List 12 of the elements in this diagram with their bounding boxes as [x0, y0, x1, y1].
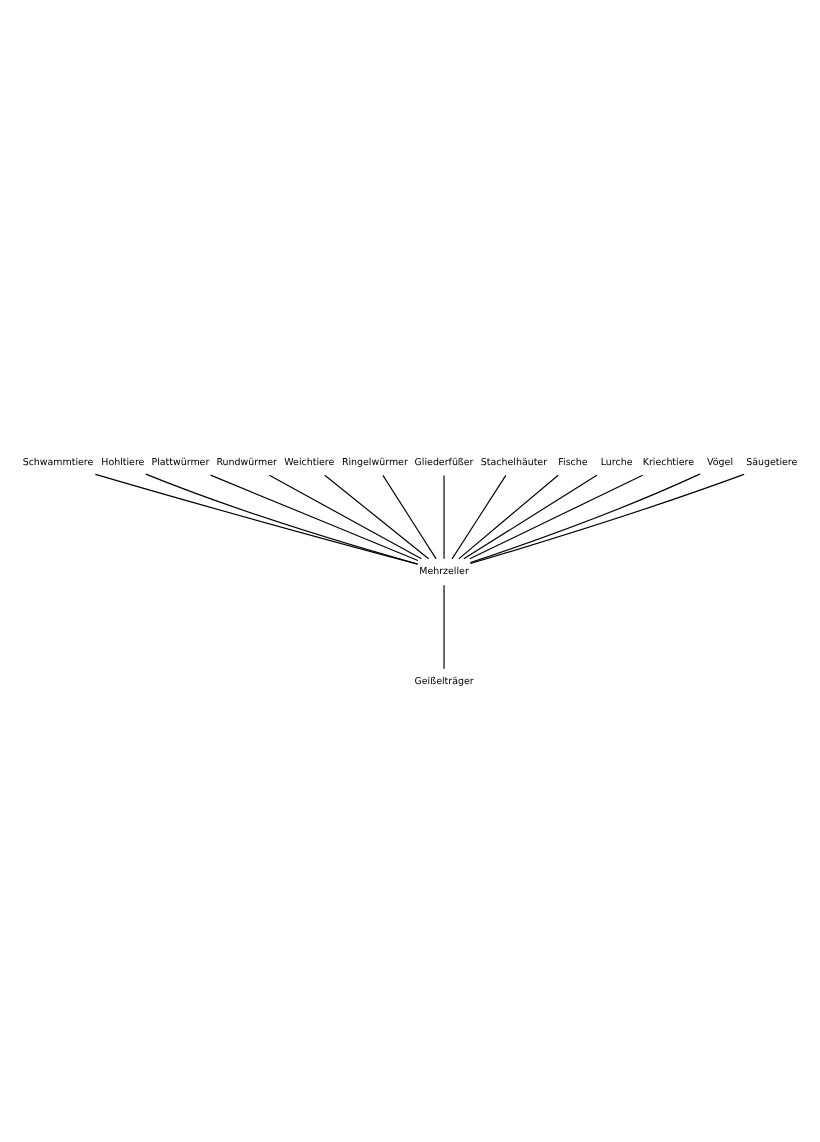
connector: [209, 473, 419, 561]
connector: [469, 472, 745, 564]
connector: [324, 473, 430, 559]
connector: [145, 472, 419, 564]
connector: [382, 473, 437, 559]
connector: [268, 473, 422, 559]
connector: [469, 473, 644, 559]
connector: [458, 473, 559, 559]
connector: [451, 473, 507, 559]
connector: [463, 473, 598, 559]
connector: [469, 472, 701, 563]
connector: [94, 472, 419, 564]
